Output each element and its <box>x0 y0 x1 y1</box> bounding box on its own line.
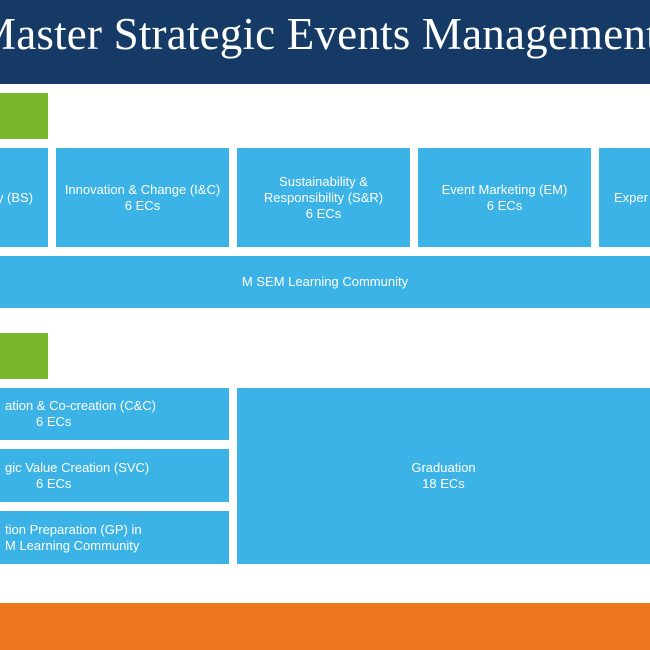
course-label: Exper <box>614 189 648 205</box>
block-2-tag <box>0 333 48 379</box>
course-label: tion Preparation (GP) in <box>5 521 142 537</box>
course-credits: 6 ECs <box>486 197 523 213</box>
course-innovation-change[interactable]: Innovation & Change (I&C) 6 ECs <box>56 148 229 247</box>
header-banner: Master Strategic Events Management <box>0 0 650 84</box>
course-label: gic Value Creation (SVC) <box>5 459 150 475</box>
course-bs[interactable]: y (BS) <box>0 148 48 247</box>
course-sublabel: M Learning Community <box>5 537 140 553</box>
course-strategic-value-creation[interactable]: gic Value Creation (SVC) 6 ECs <box>0 449 229 502</box>
course-label: Innovation & Change (I&C) <box>64 181 221 197</box>
graduation-block[interactable]: Graduation 18 ECs <box>237 388 650 564</box>
course-experience[interactable]: Exper <box>599 148 650 247</box>
footer-band <box>0 603 650 650</box>
learning-community-label: M SEM Learning Community <box>241 274 409 289</box>
block-1-tag <box>0 93 48 139</box>
course-label: Event Marketing (EM) <box>441 181 568 197</box>
course-label: Sustainability & Responsibility (S&R) <box>263 173 384 205</box>
course-event-marketing[interactable]: Event Marketing (EM) 6 ECs <box>418 148 591 247</box>
course-graduation-preparation[interactable]: tion Preparation (GP) in M Learning Comm… <box>0 511 229 564</box>
course-label: y (BS) <box>0 189 34 205</box>
graduation-credits: 18 ECs <box>422 476 465 491</box>
course-cocreation[interactable]: ation & Co-creation (C&C) 6 ECs <box>0 388 229 440</box>
course-credits: 6 ECs <box>36 475 72 491</box>
course-credits: 6 ECs <box>124 197 161 213</box>
page-title: Master Strategic Events Management <box>0 9 650 59</box>
graduation-label: Graduation <box>411 460 476 475</box>
learning-community-bar[interactable]: M SEM Learning Community <box>0 256 650 308</box>
course-label: ation & Co-creation (C&C) <box>5 398 156 413</box>
course-credits: 6 ECs <box>36 414 72 429</box>
course-sustainability-responsibility[interactable]: Sustainability & Responsibility (S&R) 6 … <box>237 148 410 247</box>
course-credits: 6 ECs <box>305 205 342 221</box>
